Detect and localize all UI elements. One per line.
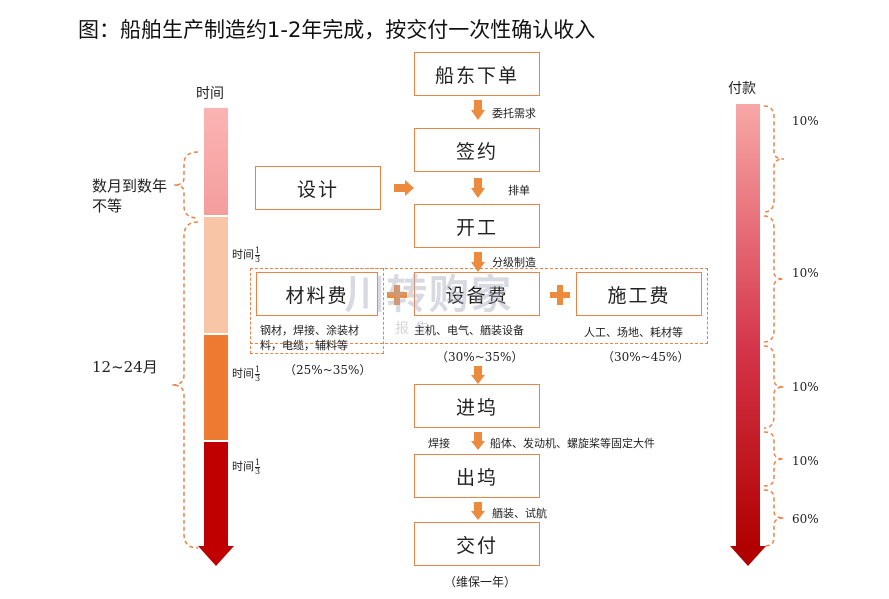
equipment-desc: 主机、电气、舾装设备 xyxy=(414,324,524,337)
page-title: 图：船舶生产制造约1-2年完成，按交付一次性确认收入 xyxy=(78,18,596,42)
time-segment-1 xyxy=(204,108,228,215)
note-outfit-trial: 舾装、试航 xyxy=(492,507,547,520)
time-segment-2 xyxy=(204,217,228,333)
right-brace-2 xyxy=(763,215,785,343)
material-desc-line2: 料，电缆，辅料等 xyxy=(260,339,348,352)
right-brace-3 xyxy=(763,345,785,429)
plus-icon-2 xyxy=(550,285,570,305)
note-weld: 焊接 xyxy=(428,437,450,450)
left-brace-long xyxy=(171,221,199,549)
step-design: 设计 xyxy=(255,166,381,210)
construction-desc: 人工、场地、耗材等 xyxy=(584,326,683,339)
arrow-down-5 xyxy=(471,432,485,450)
equipment-share: （30%~35%） xyxy=(436,350,524,364)
material-frame xyxy=(250,268,384,354)
payment-pct-3: 10% xyxy=(792,380,819,394)
note-schedule: 排单 xyxy=(508,184,530,197)
right-brace-1 xyxy=(763,105,785,213)
note-large-parts: 船体、发动机、螺旋桨等固定大件 xyxy=(490,437,655,450)
cost-construction: 施工费 xyxy=(576,272,702,316)
right-brace-4 xyxy=(763,431,785,487)
brace-label-12-24: 12~24月 xyxy=(92,358,158,376)
arrow-down-6 xyxy=(471,502,485,520)
time-segment-3 xyxy=(204,335,228,440)
step-start: 开工 xyxy=(414,204,540,248)
payment-pct-2: 10% xyxy=(792,266,819,280)
time-segment-4 xyxy=(204,442,228,548)
payment-arrow-head xyxy=(730,546,766,566)
left-brace-short xyxy=(173,151,199,219)
step-dock-in: 进坞 xyxy=(414,384,540,428)
step-delivery: 交付 xyxy=(414,522,540,566)
payment-axis-label: 付款 xyxy=(728,81,756,97)
time-axis-label: 时间 xyxy=(196,86,224,102)
material-share: （25%~35%） xyxy=(284,363,372,377)
payment-pct-4: 10% xyxy=(792,454,819,468)
payment-pct-1: 10% xyxy=(792,114,819,128)
arrow-down-2 xyxy=(471,178,485,198)
step-sign: 签约 xyxy=(414,128,540,172)
plus-icon-1 xyxy=(387,285,407,305)
right-brace-5 xyxy=(763,489,785,547)
note-warranty: （维保一年） xyxy=(444,575,517,589)
time-bar xyxy=(204,108,228,548)
watermark-logo: 川转购家 xyxy=(345,272,513,318)
step-undock: 出坞 xyxy=(414,454,540,498)
material-desc-line1: 钢材，焊接、涂装材 xyxy=(260,324,359,337)
note-commission: 委托需求 xyxy=(492,107,536,120)
payment-pct-5: 60% xyxy=(792,512,819,526)
construction-share: （30%~45%） xyxy=(602,350,690,364)
watermark-sub: 报告 xyxy=(395,321,435,337)
note-grade-manufacture: 分级制造 xyxy=(492,256,536,269)
brace-label-months: 数月到数年不等 xyxy=(92,177,168,215)
time-arrow-head xyxy=(198,546,234,566)
arrow-down-1 xyxy=(471,100,485,120)
step-order: 船东下单 xyxy=(414,52,540,96)
arrow-down-3 xyxy=(471,252,485,272)
cost-equipment: 设备费 xyxy=(414,272,540,316)
arrow-down-4 xyxy=(471,366,485,384)
arrow-right-design xyxy=(394,180,414,196)
payment-bar xyxy=(736,104,760,548)
cost-material: 材料费 xyxy=(256,272,378,316)
